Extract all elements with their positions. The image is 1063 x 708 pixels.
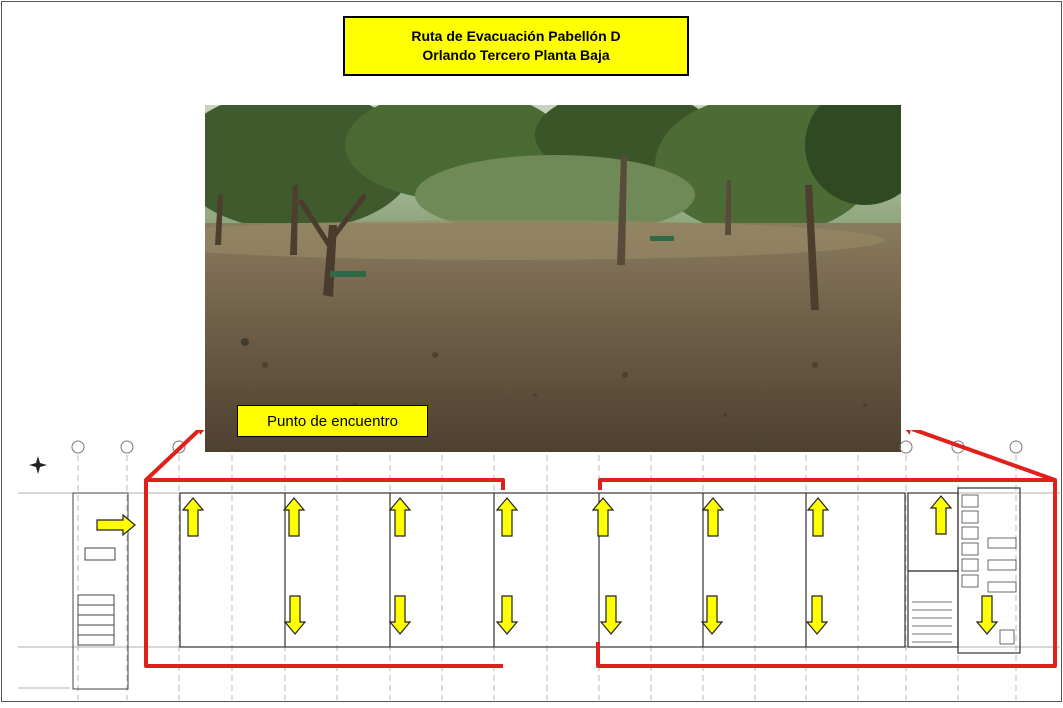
- title-line-1: Ruta de Evacuación Pabellón D: [411, 28, 621, 44]
- grid-axis-markers: [71, 440, 1023, 454]
- evacuation-arrow-icon: [388, 595, 412, 635]
- evacuation-arrow-icon: [700, 595, 724, 635]
- evacuation-arrow-icon: [181, 497, 205, 537]
- evacuation-arrow-icon: [96, 513, 136, 537]
- evacuation-arrow-icon: [701, 497, 725, 537]
- evacuation-arrow-icon: [495, 595, 519, 635]
- evacuation-arrow-icon: [591, 497, 615, 537]
- evacuation-arrow-icon: [975, 595, 999, 635]
- route-arrowhead-right: [903, 424, 911, 435]
- meeting-point-label: Punto de encuentro: [237, 405, 428, 437]
- title-banner: Ruta de Evacuación Pabellón D Orlando Te…: [343, 16, 689, 76]
- evacuation-arrows: [96, 495, 999, 635]
- north-arrow-icon: [29, 456, 47, 474]
- evacuation-arrow-icon: [805, 595, 829, 635]
- evacuation-arrow-icon: [388, 497, 412, 537]
- evacuation-route: [144, 427, 1057, 668]
- evacuation-arrow-icon: [929, 495, 953, 535]
- meeting-point-photo: [205, 105, 901, 452]
- floor-plan: [0, 424, 1063, 703]
- evacuation-arrow-icon: [283, 595, 307, 635]
- evacuation-arrow-icon: [282, 497, 306, 537]
- evacuation-arrow-icon: [495, 497, 519, 537]
- evacuation-arrow-icon: [806, 497, 830, 537]
- evacuation-arrow-icon: [599, 595, 623, 635]
- title-line-2: Orlando Tercero Planta Baja: [422, 47, 610, 63]
- route-arrowhead-left: [198, 424, 207, 435]
